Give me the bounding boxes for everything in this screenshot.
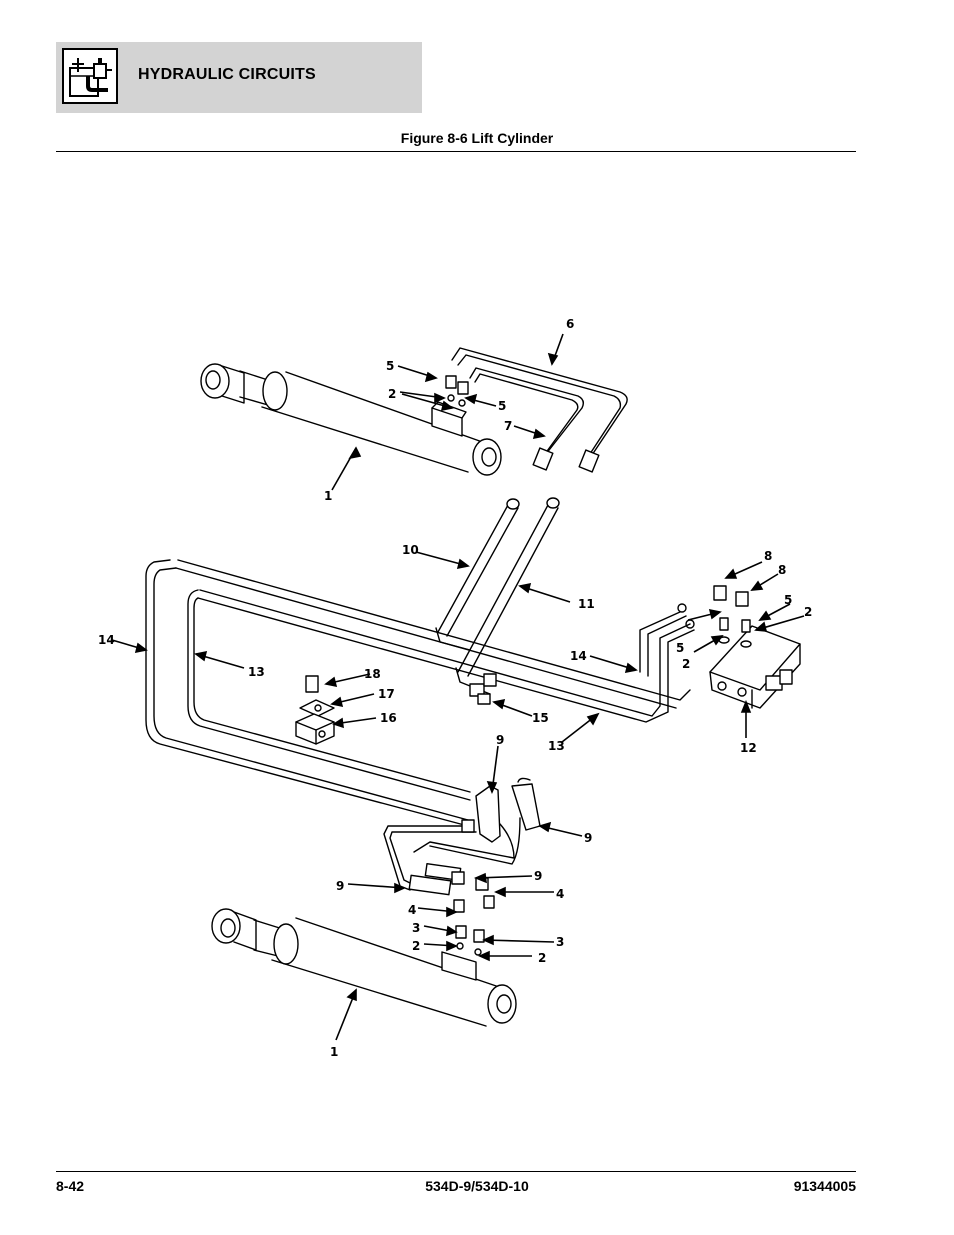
clamp-assembly bbox=[295, 675, 335, 745]
callout-5-upper-left: 5 bbox=[386, 359, 394, 373]
header-divider bbox=[56, 151, 856, 152]
upper-lift-cylinder bbox=[200, 363, 502, 476]
callout-9-right: 9 bbox=[584, 831, 592, 845]
callout-11: 11 bbox=[578, 597, 595, 611]
callout-6: 6 bbox=[566, 317, 574, 331]
callout-8-b: 8 bbox=[778, 563, 786, 577]
callout-14-left: 14 bbox=[98, 633, 115, 647]
tube-14 bbox=[145, 559, 691, 827]
callout-7: 7 bbox=[504, 419, 512, 433]
hydraulic-reservoir-icon bbox=[62, 48, 118, 104]
rigid-tubes-10-11 bbox=[435, 497, 560, 697]
callout-9-mid: 9 bbox=[534, 869, 542, 883]
callout-1-lower: 1 bbox=[330, 1045, 338, 1059]
figure-title: Figure 8-6 Lift Cylinder bbox=[400, 130, 554, 146]
callout-14-right: 14 bbox=[570, 649, 587, 663]
callout-5-upper-right: 5 bbox=[498, 399, 506, 413]
footer-divider bbox=[56, 1171, 856, 1172]
callout-5-valve-right: 5 bbox=[784, 593, 792, 607]
callout-2-valve: 2 bbox=[682, 657, 690, 671]
callout-9-left: 9 bbox=[336, 879, 344, 893]
callout-1-upper: 1 bbox=[324, 489, 332, 503]
lower-hoses-9 bbox=[383, 777, 541, 913]
callout-4-right: 4 bbox=[556, 887, 564, 901]
callout-8-a: 8 bbox=[764, 549, 772, 563]
callout-3-right: 3 bbox=[556, 935, 564, 949]
callout-18: 18 bbox=[364, 667, 381, 681]
callout-arrows bbox=[111, 333, 805, 1041]
callout-13-bottom: 13 bbox=[548, 739, 565, 753]
callout-12: 12 bbox=[740, 741, 757, 755]
lower-lift-cylinder bbox=[211, 908, 517, 1027]
callout-5-valve-left: 5 bbox=[676, 641, 684, 655]
document-number: 91344005 bbox=[793, 1178, 856, 1194]
callout-13-left: 13 bbox=[248, 665, 265, 679]
page-number: 8-42 bbox=[56, 1178, 85, 1194]
model-number: 534D-9/534D-10 bbox=[425, 1178, 529, 1194]
section-header: HYDRAULIC CIRCUITS bbox=[56, 42, 422, 113]
callout-17: 17 bbox=[378, 687, 395, 701]
callout-3-left: 3 bbox=[412, 921, 420, 935]
callout-16: 16 bbox=[380, 711, 397, 725]
section-title: HYDRAULIC CIRCUITS bbox=[138, 66, 316, 83]
callout-15: 15 bbox=[532, 711, 549, 725]
callout-4-left: 4 bbox=[408, 903, 416, 917]
control-valve bbox=[677, 585, 801, 709]
callout-2-upper: 2 bbox=[388, 387, 396, 401]
callout-2-lower-right: 2 bbox=[538, 951, 546, 965]
callout-10: 10 bbox=[402, 543, 419, 557]
callout-2-right: 2 bbox=[804, 605, 812, 619]
callout-9-top: 9 bbox=[496, 733, 504, 747]
callout-2-lower-left: 2 bbox=[412, 939, 420, 953]
upper-hoses bbox=[445, 347, 628, 473]
elbow-fitting-15 bbox=[477, 673, 497, 705]
tube-13 bbox=[187, 589, 695, 801]
